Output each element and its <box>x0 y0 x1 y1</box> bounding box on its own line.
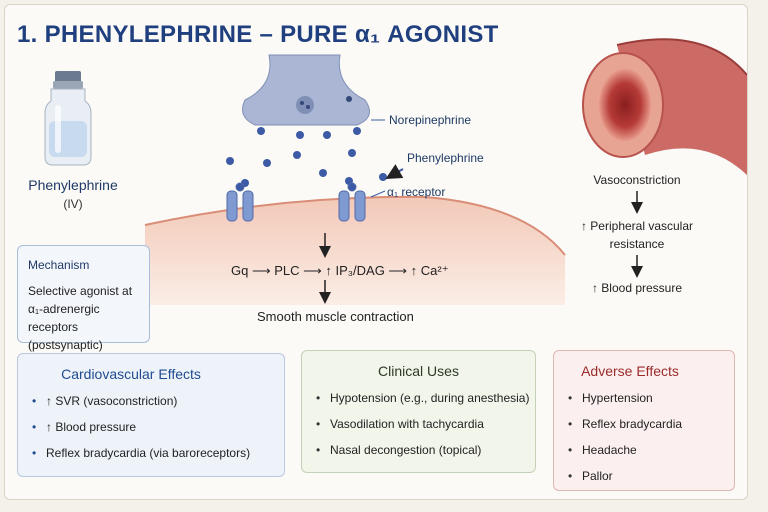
list-item: •Headache <box>568 443 637 457</box>
pvr-label-line1: ↑ Peripheral vascular <box>580 219 694 233</box>
list-item: •Reflex bradycardia (via baroreceptors) <box>32 446 251 460</box>
clinical-heading: Clinical Uses <box>378 363 459 379</box>
clinical-uses-box: Clinical Uses •Hypotension (e.g., during… <box>301 350 536 473</box>
cell-membrane <box>145 196 565 305</box>
receptor-label: α₁ receptor <box>387 185 446 199</box>
list-item: •↑ SVR (vasoconstriction) <box>32 394 178 408</box>
cardiovascular-effects-box: Cardiovascular Effects •↑ SVR (vasoconst… <box>17 353 285 477</box>
molecules <box>226 149 387 187</box>
infographic-page: 1. PHENYLEPHRINE – PURE α₁ AGONIST Pheny… <box>4 4 748 500</box>
blood-pressure-label: ↑ Blood pressure <box>591 281 683 295</box>
nerve-terminal <box>242 54 370 126</box>
drug-name: Phenylephrine <box>28 177 118 193</box>
norepinephrine-label: Norepinephrine <box>389 113 472 127</box>
list-item: •Vasodilation with tachycardia <box>316 417 484 431</box>
vial-icon <box>44 71 92 166</box>
illustration-layer <box>44 38 747 305</box>
mechanism-heading: Mechanism <box>28 258 90 272</box>
pvr-label-line2: resistance <box>609 237 665 251</box>
receptor-right-icon <box>338 182 366 222</box>
drug-route: (IV) <box>63 197 83 211</box>
list-item: •Pallor <box>568 469 613 483</box>
contraction-label: Smooth muscle contraction <box>257 309 414 324</box>
list-item: •Hypertension <box>568 391 653 405</box>
list-item: •Reflex bradycardia <box>568 417 683 431</box>
adverse-heading: Adverse Effects <box>581 363 679 379</box>
list-item: •↑ Blood pressure <box>32 420 137 434</box>
list-item: •Hypotension (e.g., during anesthesia) <box>316 391 530 405</box>
list-item: •Nasal decongestion (topical) <box>316 443 482 457</box>
receptor-left-icon <box>226 182 254 222</box>
page-title: 1. PHENYLEPHRINE – PURE α₁ AGONIST <box>17 21 499 48</box>
vasoconstriction-label: Vasoconstriction <box>593 173 681 187</box>
cardiovascular-heading: Cardiovascular Effects <box>61 366 201 382</box>
phenylephrine-label: Phenylephrine <box>407 151 484 165</box>
mechanism-text: Selective agonist at α₁-adrenergic recep… <box>28 284 133 352</box>
mechanism-box: Mechanism Selective agonist at α₁-adrene… <box>17 245 150 352</box>
blood-vessel-icon <box>582 38 747 176</box>
adverse-effects-box: Adverse Effects •Hypertension •Reflex br… <box>553 350 735 491</box>
signal-pathway: Gq ⟶ PLC ⟶ ↑ IP₃/DAG ⟶ ↑ Ca²⁺ <box>231 263 449 278</box>
